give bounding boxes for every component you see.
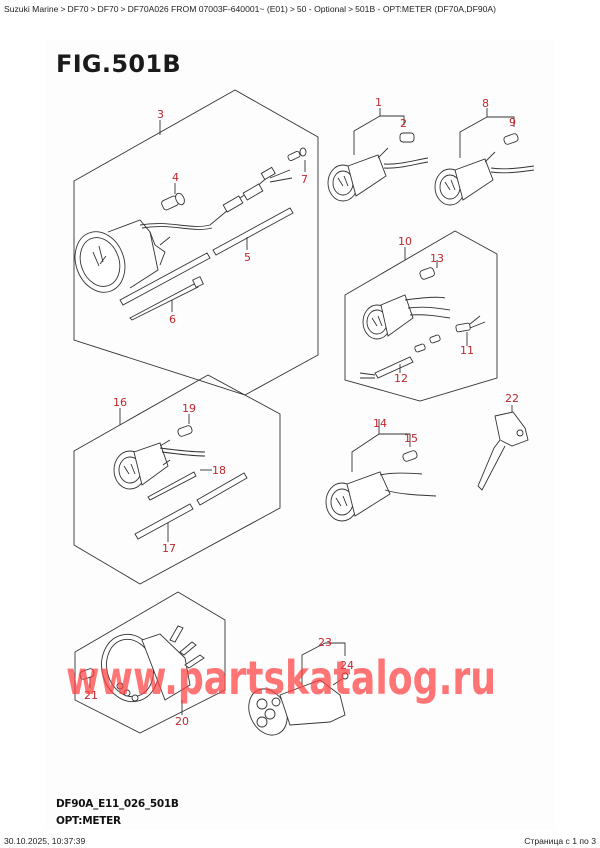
- breadcrumb-separator: >: [348, 4, 354, 14]
- bulb-icon: [79, 668, 95, 680]
- gauge-icon: [74, 219, 171, 293]
- cable-tie-icon: [129, 276, 204, 321]
- kit-20-frame: [74, 591, 226, 734]
- callout-22[interactable]: 22: [505, 392, 519, 405]
- watermark: www.partskatalog.ru: [66, 651, 496, 705]
- bulb-icon: [503, 133, 519, 145]
- kit-10-frame: [344, 230, 498, 402]
- bulb-icon: [402, 450, 418, 462]
- callout-3[interactable]: 3: [157, 108, 164, 121]
- figure-subtitle: OPT:METER: [56, 815, 121, 827]
- breadcrumb-separator: >: [289, 4, 295, 14]
- footer-page-count: Страница с 1 по 3: [524, 836, 596, 846]
- tube-icon: [119, 207, 294, 306]
- breadcrumb-item[interactable]: DF70A026 FROM 07003F-640001~ (E01): [127, 4, 288, 14]
- connector-icon: [222, 195, 244, 213]
- kit-10-group: [344, 230, 498, 402]
- tube-icon: [196, 472, 248, 506]
- footer-timestamp: 30.10.2025, 10:37:39: [4, 836, 86, 846]
- wire-harness: [139, 174, 271, 227]
- callout-21[interactable]: 21: [84, 689, 98, 702]
- callout-2[interactable]: 2: [400, 117, 407, 130]
- bulb-icon: [399, 132, 415, 143]
- bulb-icon: [419, 267, 435, 280]
- callout-19[interactable]: 19: [182, 402, 196, 415]
- breadcrumb-item[interactable]: 50 - Optional: [296, 4, 347, 14]
- meter-14-group: [325, 419, 437, 522]
- callout-20[interactable]: 20: [175, 715, 189, 728]
- callout-11[interactable]: 11: [460, 344, 474, 357]
- kit-3-frame: [73, 89, 319, 396]
- callout-15[interactable]: 15: [404, 432, 418, 445]
- breadcrumb-separator: >: [60, 4, 66, 14]
- screw-icon: [341, 672, 349, 680]
- kit-16-frame: [73, 374, 281, 585]
- callout-16[interactable]: 16: [113, 396, 127, 409]
- callout-6[interactable]: 6: [169, 313, 176, 326]
- kit-16-group: [73, 374, 281, 585]
- meter-1-group: [327, 108, 429, 202]
- breadcrumb-separator: >: [90, 4, 96, 14]
- connector-icon: [242, 183, 264, 201]
- callout-13[interactable]: 13: [430, 252, 444, 265]
- mount-23-group: [248, 642, 349, 736]
- callout-4[interactable]: 4: [172, 171, 179, 184]
- callout-8[interactable]: 8: [482, 97, 489, 110]
- wire-harness: [374, 356, 414, 379]
- breadcrumb-item[interactable]: DF70: [97, 4, 119, 14]
- callout-10[interactable]: 10: [398, 235, 412, 248]
- bulb-socket-icon: [161, 192, 185, 211]
- breadcrumb-item[interactable]: DF70: [67, 4, 89, 14]
- callout-17[interactable]: 17: [162, 542, 176, 555]
- bracket-22-group: [477, 405, 529, 491]
- callout-23[interactable]: 23: [318, 636, 332, 649]
- breadcrumb-separator: >: [120, 4, 126, 14]
- callout-1[interactable]: 1: [375, 96, 382, 109]
- figure-code: DF90A_E11_026_501B: [56, 798, 179, 810]
- breadcrumb-item-current: 501B - OPT:METER (DF70A,DF90A): [355, 4, 497, 14]
- bulb-icon: [287, 147, 307, 162]
- callout-14[interactable]: 14: [373, 417, 387, 430]
- breadcrumb-item[interactable]: Suzuki Marine: [4, 4, 59, 14]
- figure-title: FIG.501B: [56, 50, 181, 78]
- cable-tie-icon: [147, 471, 197, 501]
- kit-20-group: [74, 591, 226, 734]
- kit-3-group: [73, 89, 319, 396]
- callout-18[interactable]: 18: [212, 464, 226, 477]
- callout-12[interactable]: 12: [394, 372, 408, 385]
- connector-icon: [260, 166, 276, 181]
- bulb-icon: [177, 425, 193, 437]
- callout-9[interactable]: 9: [509, 116, 516, 129]
- callout-24[interactable]: 24: [340, 659, 354, 672]
- breadcrumb: Suzuki Marine>DF70>DF70>DF70A026 FROM 07…: [4, 4, 496, 14]
- meter-8-group: [434, 108, 535, 206]
- callout-7[interactable]: 7: [301, 173, 308, 186]
- callout-5[interactable]: 5: [244, 251, 251, 264]
